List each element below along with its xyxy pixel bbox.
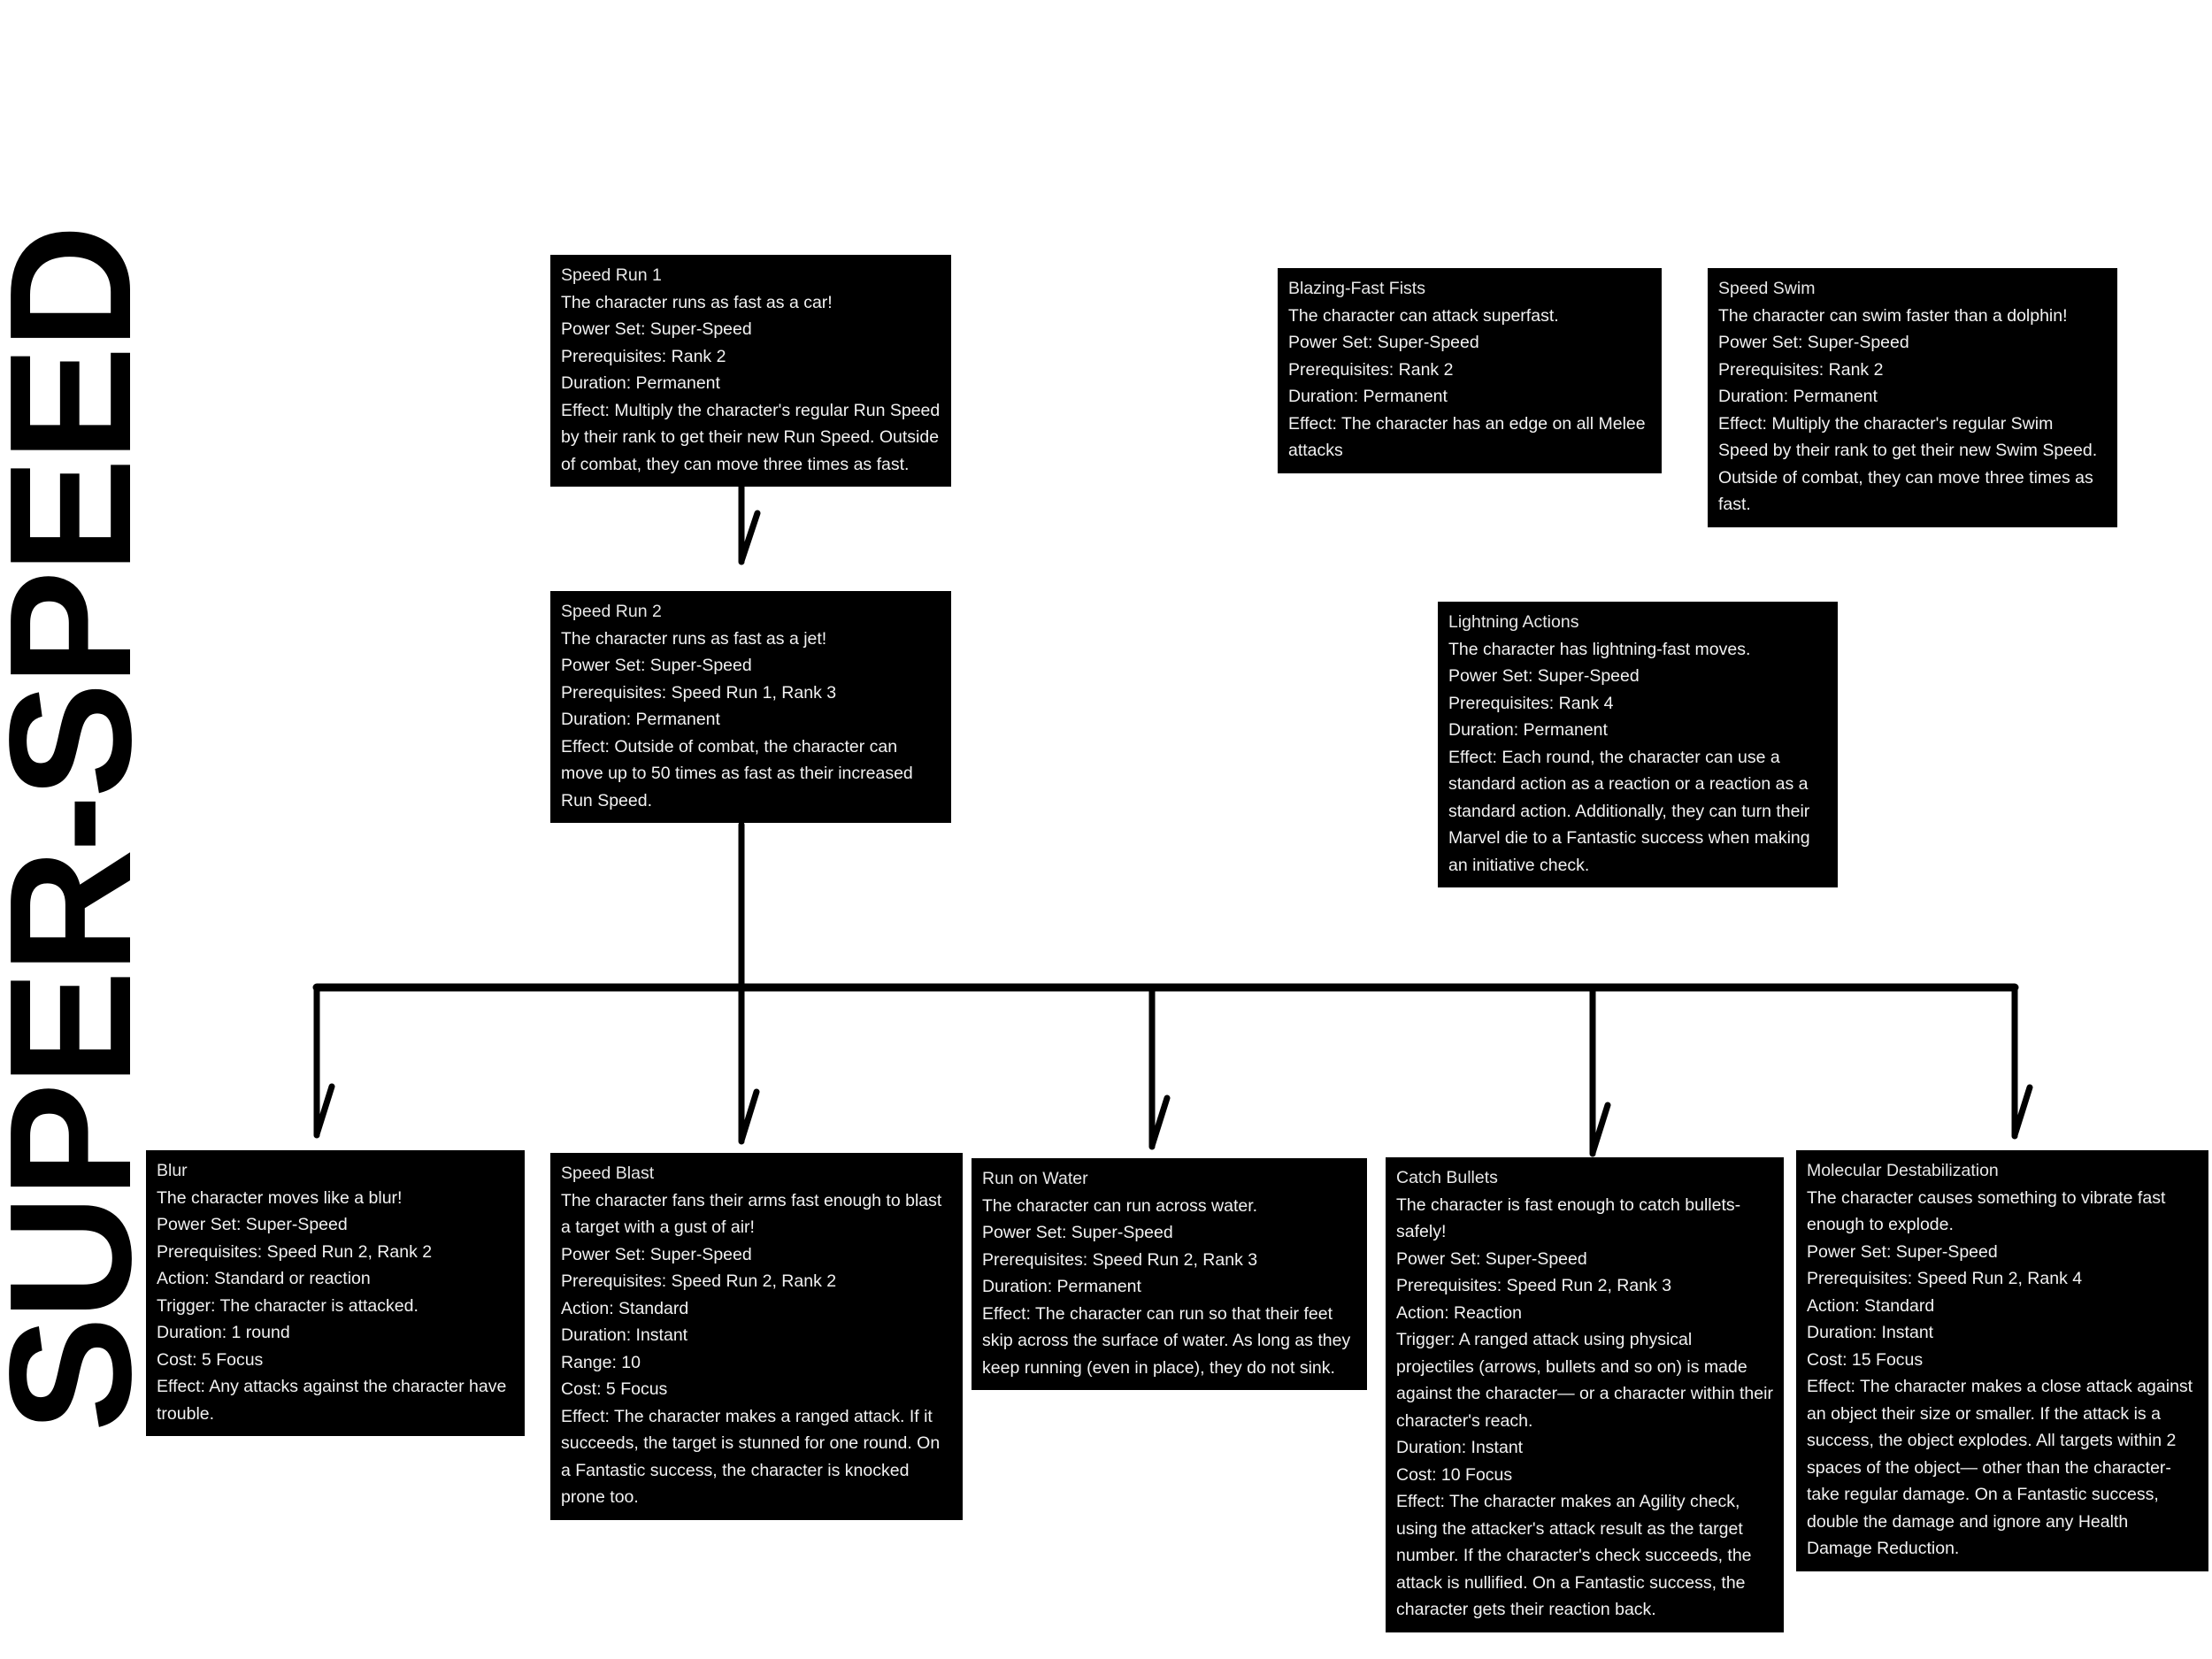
power-set: Power Set: Super-Speed — [1448, 666, 1640, 686]
power-duration: Duration: Permanent — [561, 710, 720, 729]
power-prereq: Prerequisites: Speed Run 2, Rank 3 — [982, 1249, 1258, 1270]
power-name: Speed Blast — [561, 1164, 655, 1183]
power-effect: Effect: The character makes a close atta… — [1807, 1377, 2193, 1558]
power-description: The character moves like a blur! — [157, 1187, 403, 1208]
arrowhead-speedrun2 — [738, 510, 761, 565]
power-prereq: Prerequisites: Rank 2 — [1288, 359, 1454, 380]
power-effect: Effect: The character makes an Agility c… — [1396, 1492, 1752, 1619]
power-name: Lightning Actions — [1448, 612, 1579, 632]
power-action: Action: Reaction — [1396, 1302, 1522, 1323]
power-effect: Effect: Multiply the character's regular… — [561, 400, 941, 474]
power-name: Speed Run 2 — [561, 602, 662, 621]
power-card-lightning-actions[interactable]: Lightning Actions The character has ligh… — [1438, 602, 1838, 887]
power-cost: Cost: 5 Focus — [561, 1379, 668, 1399]
arrowhead-molecular — [2011, 1084, 2033, 1139]
power-description: The character can swim faster than a dol… — [1718, 305, 2068, 326]
power-description: The character causes something to vibrat… — [1807, 1187, 2166, 1235]
power-duration: Duration: Instant — [1396, 1438, 1524, 1457]
power-duration: Duration: Permanent — [1288, 387, 1448, 406]
power-name: Run on Water — [982, 1169, 1088, 1188]
power-prereq: Prerequisites: Rank 4 — [1448, 693, 1614, 713]
power-effect: Effect: Multiply the character's regular… — [1718, 413, 2098, 515]
power-action: Action: Standard or reaction — [157, 1269, 371, 1288]
power-duration: Duration: Instant — [1807, 1323, 1934, 1342]
power-cost: Cost: 5 Focus — [157, 1349, 264, 1370]
power-duration: Duration: Permanent — [1448, 720, 1608, 740]
power-effect: Effect: The character has an edge on all… — [1288, 413, 1646, 461]
power-description: The character has lightning-fast moves. — [1448, 639, 1751, 659]
power-set: Power Set: Super-Speed — [1718, 333, 1909, 352]
power-set: Power Set: Super-Speed — [561, 1244, 752, 1264]
power-effect: Effect: The character makes a ranged att… — [561, 1406, 941, 1508]
power-duration: Duration: Permanent — [982, 1277, 1141, 1296]
power-set: Power Set: Super-Speed — [1807, 1241, 1998, 1262]
arrowhead-catch-bullets — [1589, 1102, 1611, 1156]
power-prereq: Prerequisites: Speed Run 2, Rank 2 — [157, 1241, 433, 1262]
power-trigger: Trigger: A ranged attack using physical … — [1396, 1330, 1773, 1431]
power-name: Catch Bullets — [1396, 1168, 1498, 1187]
power-description: The character can attack superfast. — [1288, 305, 1559, 326]
power-set: Power Set: Super-Speed — [157, 1215, 348, 1234]
power-name: Speed Run 1 — [561, 265, 662, 285]
power-duration: Duration: Permanent — [1718, 387, 1878, 406]
power-duration: Duration: 1 round — [157, 1323, 290, 1342]
power-prereq: Prerequisites: Speed Run 2, Rank 4 — [1807, 1269, 2083, 1288]
power-set: Power Set: Super-Speed — [1288, 333, 1479, 352]
power-name: Speed Swim — [1718, 279, 1816, 298]
power-set: Power Set: Super-Speed — [561, 319, 752, 339]
power-set: Power Set: Super-Speed — [1396, 1248, 1587, 1269]
power-range: Range: 10 — [561, 1352, 641, 1372]
power-description: The character can run across water. — [982, 1195, 1258, 1216]
power-set: Power Set: Super-Speed — [982, 1223, 1173, 1242]
power-action: Action: Standard — [561, 1298, 689, 1318]
power-duration: Duration: Permanent — [561, 373, 720, 393]
power-prereq: Prerequisites: Speed Run 1, Rank 3 — [561, 682, 837, 703]
power-card-blazing-fast-fists[interactable]: Blazing-Fast Fists The character can att… — [1278, 268, 1662, 473]
power-description: The character runs as fast as a car! — [561, 292, 833, 312]
power-card-speed-run-1[interactable]: Speed Run 1 The character runs as fast a… — [550, 255, 951, 487]
power-name: Molecular Destabilization — [1807, 1161, 1999, 1180]
power-cost: Cost: 15 Focus — [1807, 1349, 1924, 1370]
power-effect: Effect: Any attacks against the characte… — [157, 1377, 507, 1424]
power-card-speed-swim[interactable]: Speed Swim The character can swim faster… — [1708, 268, 2117, 527]
power-card-molecular-destabilization[interactable]: Molecular Destabilization The character … — [1796, 1150, 2208, 1571]
power-name: Blur — [157, 1161, 188, 1180]
power-card-catch-bullets[interactable]: Catch Bullets The character is fast enou… — [1386, 1157, 1784, 1632]
power-description: The character runs as fast as a jet! — [561, 628, 827, 649]
power-description: The character fans their arms fast enoug… — [561, 1190, 942, 1238]
power-card-speed-blast[interactable]: Speed Blast The character fans their arm… — [550, 1153, 963, 1520]
power-cost: Cost: 10 Focus — [1396, 1464, 1513, 1485]
power-trigger: Trigger: The character is attacked. — [157, 1295, 419, 1316]
arrowhead-blur — [313, 1083, 335, 1138]
power-effect: Effect: The character can run so that th… — [982, 1303, 1351, 1378]
arrowhead-run-on-water — [1148, 1094, 1171, 1149]
power-set: Power Set: Super-Speed — [561, 656, 752, 675]
power-prereq: Prerequisites: Rank 2 — [561, 346, 726, 366]
power-card-run-on-water[interactable]: Run on Water The character can run acros… — [972, 1158, 1367, 1390]
power-prereq: Prerequisites: Speed Run 2, Rank 3 — [1396, 1276, 1672, 1295]
power-card-speed-run-2[interactable]: Speed Run 2 The character runs as fast a… — [550, 591, 951, 823]
power-prereq: Prerequisites: Speed Run 2, Rank 2 — [561, 1271, 837, 1291]
power-name: Blazing-Fast Fists — [1288, 279, 1425, 298]
power-effect: Effect: Outside of combat, the character… — [561, 736, 913, 810]
power-description: The character is fast enough to catch bu… — [1396, 1194, 1741, 1242]
arrowhead-speed-blast — [738, 1088, 760, 1144]
power-duration: Duration: Instant — [561, 1325, 688, 1345]
power-action: Action: Standard — [1807, 1295, 1935, 1316]
power-card-blur[interactable]: Blur The character moves like a blur! Po… — [146, 1150, 525, 1436]
power-prereq: Prerequisites: Rank 2 — [1718, 359, 1884, 380]
power-effect: Effect: Each round, the character can us… — [1448, 747, 1810, 875]
